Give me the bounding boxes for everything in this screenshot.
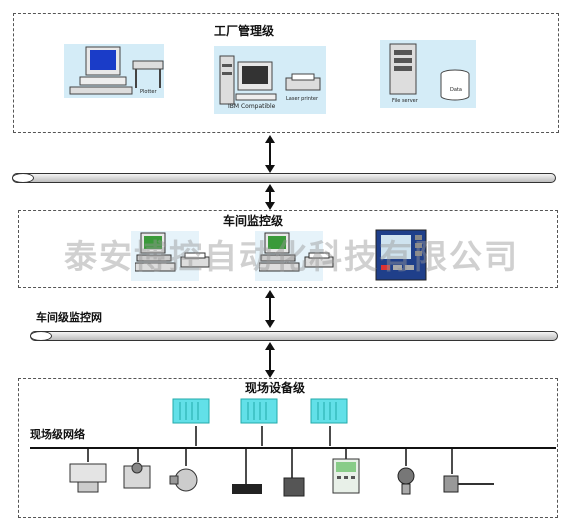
- pipe-end-cap: [29, 330, 52, 341]
- io-module-icon: [172, 398, 210, 424]
- operator-workstation-icon: [259, 232, 334, 272]
- double-arrow-icon: [265, 342, 275, 378]
- watermark: 泰安博控自动化科技有限公司: [64, 237, 519, 276]
- double-arrow-icon: [265, 184, 275, 210]
- plotter-icon: [132, 60, 164, 88]
- database-icon: [440, 69, 470, 101]
- ibm-compatible-label: IBM Compatible: [228, 103, 276, 110]
- server-icon: [389, 43, 417, 95]
- hmi-panel-icon: [375, 229, 427, 281]
- operator-workstation-icon: [135, 232, 210, 272]
- file-server-label: File server: [392, 98, 418, 104]
- workshop-network-label: 车间级监控网: [36, 311, 102, 324]
- factory-management-title: 工厂管理级: [214, 24, 275, 38]
- valve-actuator-icon: [69, 463, 107, 493]
- printer-label: Laser printer: [286, 96, 319, 102]
- field-network-label: 现场级网络: [30, 428, 85, 441]
- io-module-icon: [240, 398, 278, 424]
- pipe-end-cap: [11, 172, 34, 183]
- factory-management-zone: 工厂管理级 Plotter IBM Compatible Laser print…: [13, 13, 559, 133]
- pump-icon: [169, 468, 198, 492]
- field-device-title: 现场设备级: [245, 381, 306, 395]
- workshop-monitoring-zone: 车间监控级: [18, 210, 558, 288]
- workshop-network-pipe: [29, 330, 558, 341]
- controller-panel-icon: [332, 458, 360, 494]
- double-arrow-icon: [265, 135, 275, 173]
- factory-network-pipe: [11, 172, 556, 183]
- double-arrow-icon: [265, 290, 275, 328]
- data-label: Data: [450, 87, 462, 93]
- workstation-icon: [69, 46, 133, 95]
- motor-drive-icon: [123, 462, 151, 489]
- plotter-label: Plotter: [140, 89, 157, 95]
- cable-device-icon: [232, 484, 262, 494]
- printer-icon: [285, 73, 321, 91]
- pc-tower-icon: [219, 55, 277, 105]
- field-bus-lines: [30, 426, 556, 486]
- pressure-transmitter-icon: [397, 467, 415, 495]
- workshop-monitoring-title: 车间监控级: [223, 214, 284, 228]
- sensor-box-icon: [283, 477, 305, 497]
- io-module-icon: [310, 398, 348, 424]
- temperature-probe-icon: [443, 475, 494, 493]
